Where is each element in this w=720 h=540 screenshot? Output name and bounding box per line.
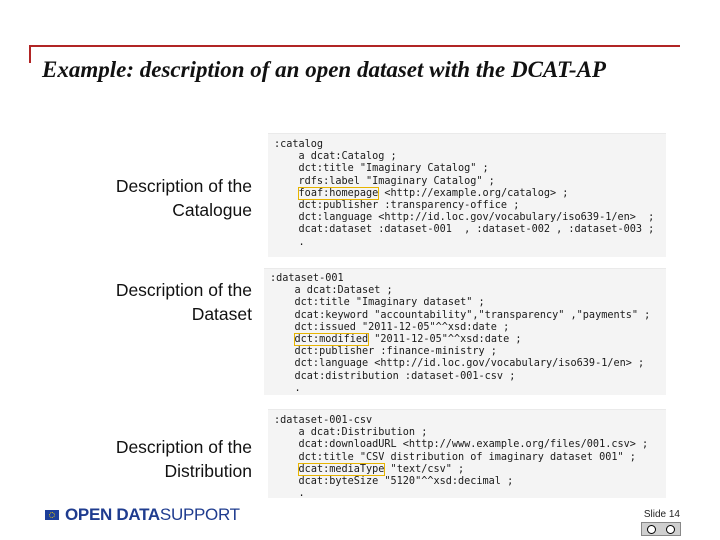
eu-flag-icon	[45, 510, 59, 520]
code-line: dct:publisher :transparency-office ;	[274, 199, 520, 211]
code-line: .	[274, 488, 305, 498]
code-distribution: :dataset-001-csv a dcat:Distribution ; d…	[274, 415, 648, 498]
code-line: dct:title "Imaginary Catalog" ;	[274, 163, 489, 175]
creative-commons-icon	[641, 522, 681, 536]
code-box-distribution: :dataset-001-csv a dcat:Distribution ; d…	[268, 409, 666, 498]
label-catalogue-line1: Description of the	[115, 176, 252, 196]
code-line: .	[270, 382, 301, 394]
code-line: dct:modified "2011-12-05"^^xsd:date ;	[293, 332, 522, 346]
code-line: foaf:homepage <http://example.org/catalo…	[297, 186, 569, 200]
code-line: a dcat:Dataset ;	[270, 285, 393, 297]
code-line: dcat:byteSize "5120"^^xsd:decimal ;	[274, 475, 514, 487]
code-line: dct:publisher :finance-ministry ;	[270, 346, 497, 358]
slide-title: Example: description of an open dataset …	[42, 57, 606, 82]
attribution-icon	[666, 524, 675, 534]
logo-support: SUPPORT	[159, 505, 240, 524]
code-line: dcat:downloadURL <http://www.example.org…	[274, 439, 649, 451]
title-rule-corner	[29, 45, 31, 63]
code-dataset: :dataset-001 a dcat:Dataset ; dct:title …	[270, 273, 650, 395]
label-catalogue-line2: Catalogue	[172, 200, 252, 220]
highlighted-property: dcat:mediaType	[297, 462, 386, 476]
label-distribution-line2: Distribution	[164, 461, 252, 481]
label-distribution-line1: Description of the	[115, 437, 252, 457]
code-line: a dcat:Distribution ;	[274, 427, 428, 439]
logo-open: OPEN	[65, 505, 112, 524]
label-distribution: Description of the Distribution	[116, 435, 252, 483]
code-line: dcat:keyword "accountability","transpare…	[270, 309, 651, 321]
code-line: dct:language <http://id.loc.gov/vocabula…	[274, 212, 655, 224]
logo-text: OPEN DATASUPPORT	[65, 505, 240, 525]
code-line: dcat:mediaType "text/csv" ;	[297, 462, 465, 476]
label-catalogue: Description of the Catalogue	[116, 174, 252, 222]
highlighted-property: foaf:homepage	[297, 186, 380, 200]
code-line: dct:title "Imaginary dataset" ;	[270, 297, 485, 309]
code-box-dataset: :dataset-001 a dcat:Dataset ; dct:title …	[264, 268, 666, 395]
code-line: a dcat:Catalog ;	[274, 151, 397, 163]
code-line: dct:language <http://id.loc.gov/vocabula…	[270, 358, 645, 370]
label-dataset-line2: Dataset	[191, 304, 252, 324]
code-line: dcat:distribution :dataset-001-csv ;	[270, 370, 516, 382]
logo-data: DATA	[116, 505, 160, 524]
label-dataset: Description of the Dataset	[116, 278, 252, 326]
highlighted-property: dct:modified	[293, 332, 370, 346]
open-data-support-logo: OPEN DATASUPPORT	[45, 504, 240, 526]
code-line: :catalog	[274, 139, 324, 150]
code-line: dct:title "CSV distribution of imaginary…	[274, 451, 636, 463]
slide-number: Slide 14	[643, 509, 680, 520]
code-line: :dataset-001-csv	[274, 415, 373, 426]
cc-icon	[647, 524, 656, 534]
code-line: dct:issued "2011-12-05"^^xsd:date ;	[270, 321, 510, 333]
code-catalogue: :catalog a dcat:Catalog ; dct:title "Ima…	[274, 139, 654, 249]
code-line: dcat:dataset :dataset-001 , :dataset-002…	[274, 224, 655, 236]
code-line: .	[274, 236, 305, 248]
label-dataset-line1: Description of the	[115, 280, 252, 300]
code-line: :dataset-001	[270, 273, 344, 284]
code-line: rdfs:label "Imaginary Catalog" ;	[274, 175, 495, 187]
code-box-catalogue: :catalog a dcat:Catalog ; dct:title "Ima…	[268, 133, 666, 257]
title-rule	[29, 45, 680, 47]
